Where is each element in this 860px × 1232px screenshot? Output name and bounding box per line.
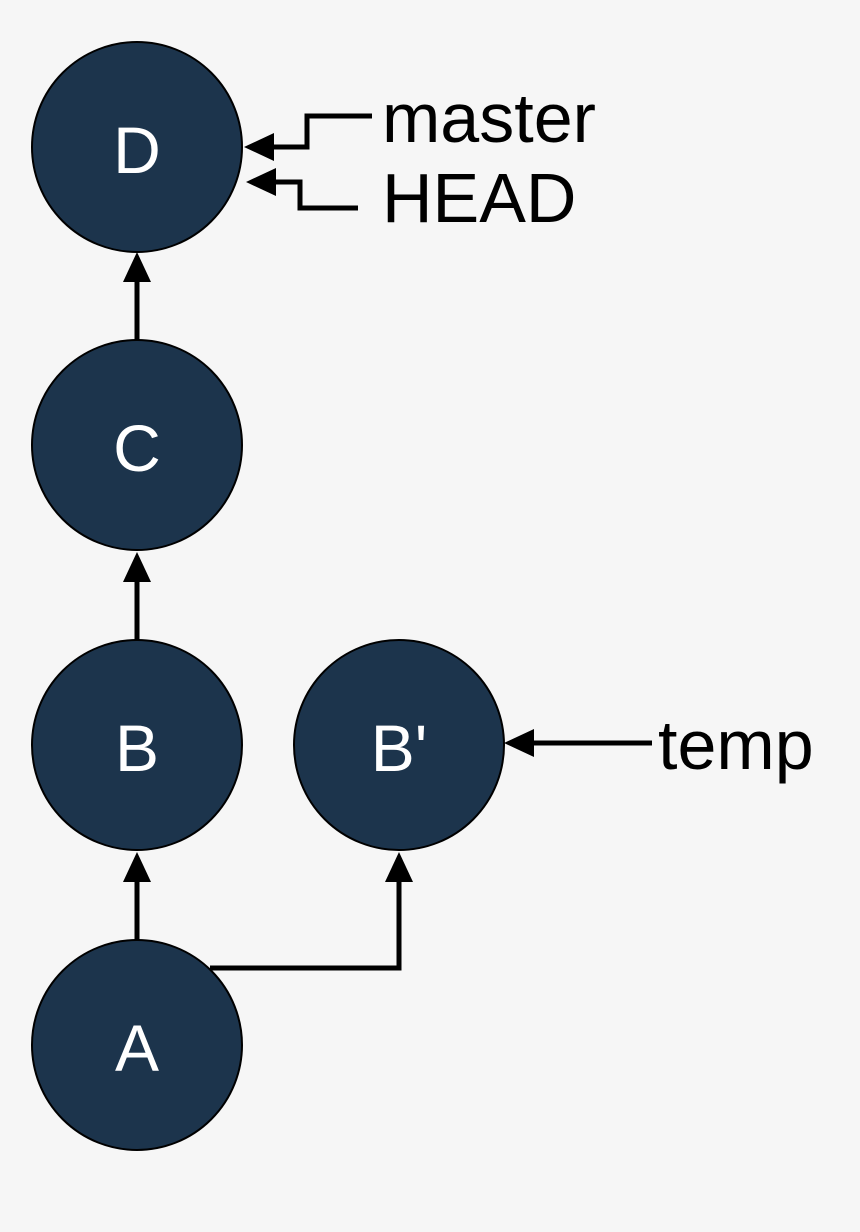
ref-label-temp: temp (658, 706, 814, 784)
commit-node-b-prime[interactable]: B' (293, 639, 505, 851)
commit-node-c[interactable]: C (31, 339, 243, 551)
ref-arrow-master (244, 113, 372, 161)
ref-arrow-head (246, 168, 358, 211)
edge-a-to-b-prime-arrowhead (385, 852, 413, 882)
edge-a-to-b-prime (210, 852, 413, 971)
commit-node-b-circle (31, 639, 243, 851)
commit-node-c-circle (31, 339, 243, 551)
edge-a-to-b-arrowhead (123, 852, 151, 882)
commit-node-b-prime-label: B' (371, 711, 428, 785)
commit-node-a[interactable]: A (31, 939, 243, 1151)
ref-arrow-head-arrowhead (246, 168, 276, 196)
commit-node-d-label: D (113, 113, 161, 187)
ref-arrow-master-arrowhead (244, 133, 274, 161)
edge-b-to-c (123, 552, 151, 640)
ref-label-master: master (382, 79, 596, 157)
ref-arrow-temp (504, 729, 652, 757)
commit-node-d-circle (31, 41, 243, 253)
ref-arrow-temp-arrowhead (504, 729, 534, 757)
commit-node-c-label: C (113, 411, 161, 485)
commit-node-a-label: A (115, 1011, 159, 1085)
edge-a-to-b (123, 852, 151, 940)
edge-c-to-d-arrowhead (123, 252, 151, 282)
commit-node-a-circle (31, 939, 243, 1151)
commit-node-b-prime-circle (293, 639, 505, 851)
edge-b-to-c-arrowhead (123, 552, 151, 582)
commit-node-b-label: B (115, 711, 159, 785)
commit-node-d[interactable]: D (31, 41, 243, 253)
commit-node-b[interactable]: B (31, 639, 243, 851)
ref-label-head: HEAD (382, 159, 576, 237)
edge-c-to-d (123, 252, 151, 340)
